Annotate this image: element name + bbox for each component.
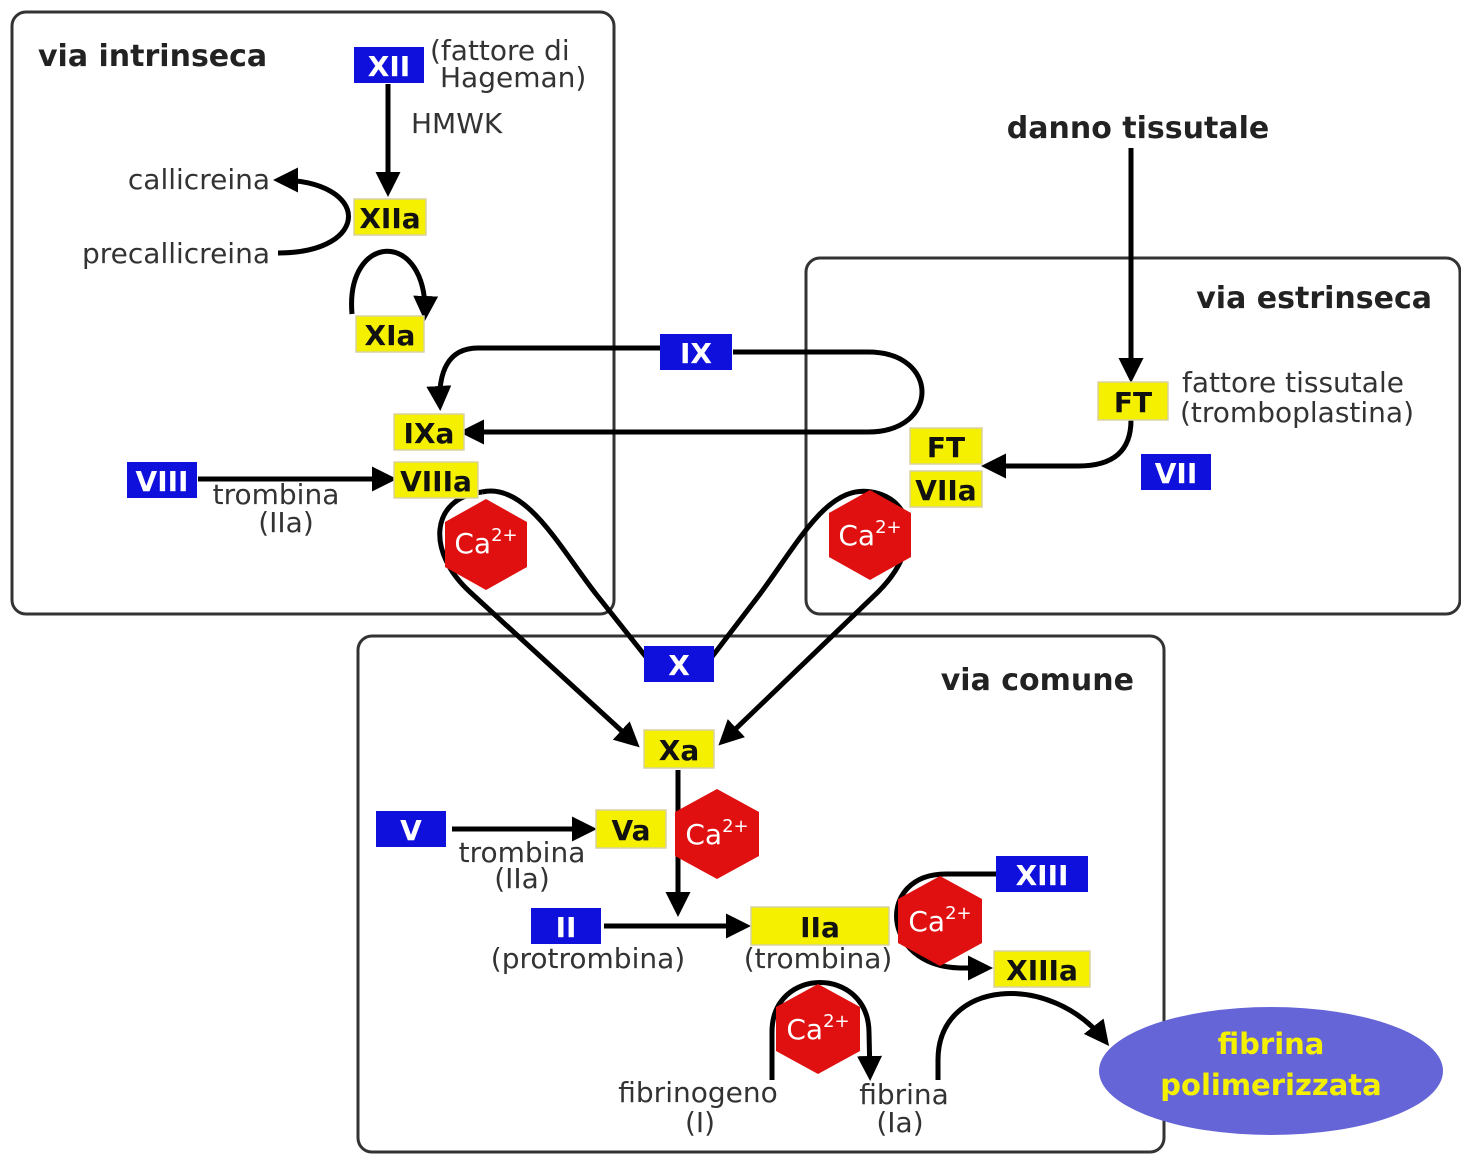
- polymerized-fibrin-ellipse: [1099, 1007, 1443, 1135]
- polymerized-fibrin-line2: polimerizzata: [1160, 1068, 1381, 1102]
- calcium-hexagon-fibrin: [776, 984, 860, 1074]
- factor-ft-tissue: FT: [1097, 381, 1169, 421]
- arrow-fibrina-to-polymerized: [935, 991, 1110, 1080]
- factor-viia: VIIa: [909, 470, 983, 508]
- calcium-label-xiii: Ca2+: [908, 903, 971, 938]
- calcium-intrinsic: Ca2+: [445, 499, 527, 590]
- trombina-v-label-line1: trombina: [459, 836, 586, 869]
- fibrinogeno-label-line2: (I): [685, 1106, 715, 1139]
- factor-xiiia-label: XIIIa: [1006, 954, 1078, 987]
- calcium-hexagon-intrinsic: [445, 499, 527, 590]
- polymerized-fibrin: fibrina polimerizzata: [1099, 1007, 1443, 1135]
- factor-ft-complex-label: FT: [927, 431, 965, 464]
- factor-xa-label: Xa: [659, 734, 699, 767]
- arrow-x-to-intrinsic-tenase: [481, 488, 652, 664]
- factor-xiia: XIIa: [353, 198, 427, 236]
- callicreina-label: callicreina: [128, 163, 270, 196]
- factor-va: Va: [595, 809, 667, 849]
- factor-ix: IX: [660, 334, 732, 370]
- calcium-fibrin: Ca2+: [776, 984, 860, 1074]
- factor-viia-label: VIIa: [915, 474, 976, 507]
- calcium-prothrombinase: Ca2+: [675, 789, 759, 879]
- arrow-viia-to-ixa: [459, 349, 925, 445]
- polymerized-fibrin-line1: fibrina: [1218, 1027, 1325, 1061]
- factor-x-label: X: [668, 649, 690, 682]
- arrow-xiii-to-xiiia: [894, 871, 996, 981]
- precallicreina-label: precallicreina: [82, 237, 270, 270]
- extrinsic-pathway-title: via estrinseca: [1196, 281, 1432, 316]
- hmwk-label: HMWK: [411, 107, 503, 140]
- arrow-ix-loop-to-ixa: [426, 345, 696, 411]
- common-pathway-title: via comune: [941, 663, 1134, 698]
- hageman-label-line1: (fattore di: [430, 34, 570, 67]
- factor-xii-label: XII: [368, 50, 410, 83]
- calcium-extrinsic: Ca2+: [829, 490, 911, 580]
- common-pathway-panel: [356, 634, 1166, 1154]
- calcium-label-intrinsic: Ca2+: [454, 525, 517, 560]
- fibrina-label-line1: fibrina: [859, 1078, 949, 1111]
- factor-x: X: [644, 646, 714, 682]
- factor-viiia-label: VIIIa: [400, 465, 472, 498]
- factor-v: V: [376, 811, 446, 847]
- factor-viii: VIII: [127, 462, 197, 498]
- arrow-fibrinogeno-to-fibrina: [769, 980, 883, 1081]
- factor-v-label: V: [400, 814, 422, 847]
- factor-ix-label: IX: [680, 337, 712, 370]
- fibrinogeno-label-line1: fibrinogeno: [618, 1076, 777, 1109]
- factor-iia-label: IIa: [800, 911, 840, 944]
- calcium-label-prothrombinase: Ca2+: [685, 816, 748, 851]
- calcium-hexagon-prothrombinase: [675, 789, 759, 879]
- factor-xia: XIa: [355, 315, 425, 353]
- calcium-hexagon-extrinsic: [829, 490, 911, 580]
- factor-ixa-label: IXa: [404, 417, 455, 450]
- calcium-hexagon-xiii: [898, 876, 982, 966]
- factor-vii-label: VII: [1155, 457, 1198, 490]
- factor-viii-label: VIII: [136, 465, 189, 498]
- tissue-factor-label-line2: (tromboplastina): [1180, 396, 1414, 429]
- factor-ixa: IXa: [393, 413, 465, 451]
- factor-viiia: VIIIa: [393, 461, 479, 499]
- trombina-viii-label-line1: trombina: [213, 478, 340, 511]
- fibrina-label-line2: (Ia): [876, 1106, 923, 1139]
- factor-ft-tissue-label: FT: [1114, 386, 1152, 419]
- arrow-xiia-to-xia: [349, 248, 439, 321]
- factor-iia: IIa: [750, 906, 890, 946]
- factor-xiiia: XIIIa: [993, 950, 1091, 988]
- tissue-damage-heading: danno tissutale: [1007, 111, 1269, 146]
- trombina-v-label-line2: (IIa): [494, 862, 550, 895]
- calcium-label-fibrin: Ca2+: [786, 1011, 849, 1046]
- factor-va-label: Va: [611, 814, 650, 847]
- calcium-label-extrinsic: Ca2+: [838, 517, 901, 552]
- factor-vii: VII: [1141, 454, 1211, 490]
- factor-xa: Xa: [643, 729, 715, 769]
- protrombina-label: (protrombina): [491, 942, 685, 975]
- trombina-iia-label: (trombina): [744, 942, 893, 975]
- arrow-x-to-extrinsic-tenase: [706, 488, 873, 664]
- factor-ii-label: II: [556, 911, 577, 944]
- factor-xiii-label: XIII: [1016, 859, 1069, 892]
- hageman-label-line2: Hageman): [440, 61, 586, 94]
- factor-ft-complex: FT: [909, 427, 983, 465]
- factor-xiia-label: XIIa: [359, 202, 420, 235]
- tissue-factor-label-line1: fattore tissutale: [1182, 366, 1404, 399]
- factor-xia-label: XIa: [365, 319, 416, 352]
- intrinsic-pathway-title: via intrinseca: [38, 39, 267, 74]
- factor-ii: II: [531, 908, 601, 944]
- factor-xiii: XIII: [996, 856, 1088, 892]
- trombina-viii-label-line2: (IIa): [258, 506, 314, 539]
- factor-xii: XII: [354, 47, 424, 83]
- arrow-ft-vii-to-complex: [981, 419, 1134, 479]
- arrow-precallicreina-to-callicreina: [273, 167, 351, 256]
- calcium-xiii: Ca2+: [898, 876, 982, 966]
